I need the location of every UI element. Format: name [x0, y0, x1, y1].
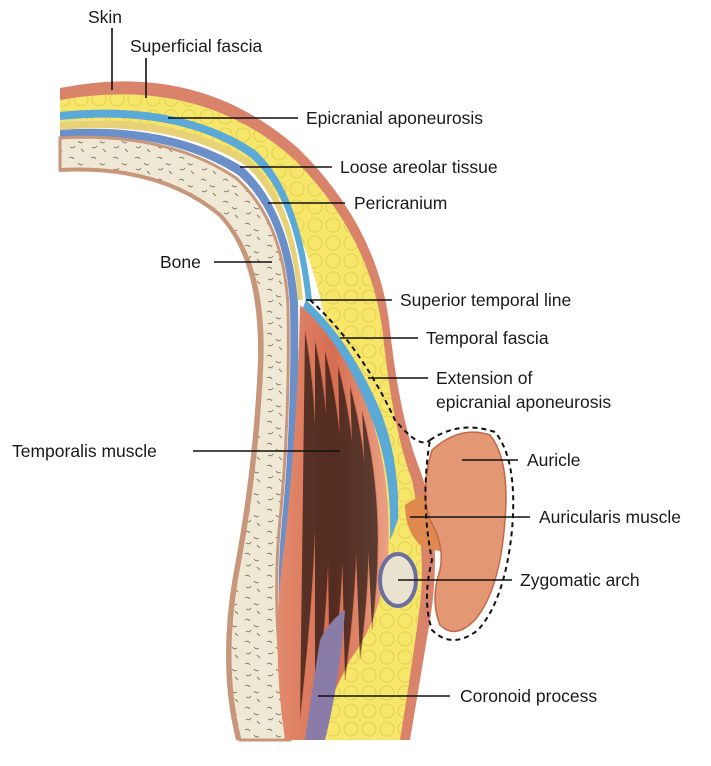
auricle-shape: [425, 432, 506, 631]
label-temporalis-muscle: Temporalis muscle: [12, 441, 157, 461]
label-extension-line2: epicranial aponeurosis: [436, 392, 611, 412]
label-temporal-fascia: Temporal fascia: [426, 328, 549, 348]
label-auricularis-muscle: Auricularis muscle: [539, 507, 681, 527]
label-superior-temporal-line: Superior temporal line: [400, 290, 571, 310]
label-skin: Skin: [88, 7, 122, 27]
label-coronoid-process: Coronoid process: [460, 686, 597, 706]
label-pericranium: Pericranium: [354, 193, 447, 213]
label-superficial-fascia: Superficial fascia: [130, 36, 263, 56]
label-epicranial-aponeurosis: Epicranial aponeurosis: [306, 108, 483, 128]
label-zygomatic-arch: Zygomatic arch: [520, 570, 640, 590]
label-bone: Bone: [160, 252, 201, 272]
label-extension-line1: Extension of: [436, 368, 532, 388]
label-auricle: Auricle: [527, 450, 581, 470]
label-loose-areolar-tissue: Loose areolar tissue: [340, 157, 498, 177]
